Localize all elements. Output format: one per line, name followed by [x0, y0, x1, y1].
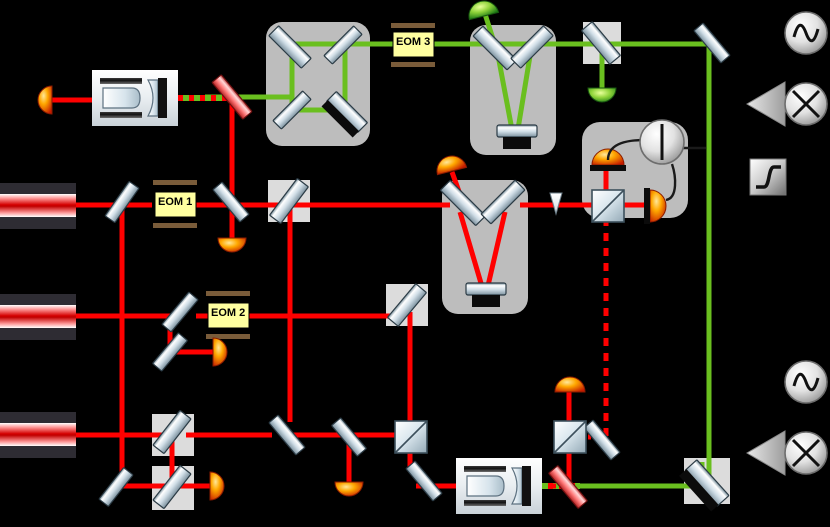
amplifier-blocks	[92, 70, 542, 514]
laser-source-2	[0, 294, 76, 340]
beamsplitter-laser3-a	[152, 410, 192, 454]
pbs-bottom-right	[553, 420, 587, 454]
mirror-green-cavity-left	[472, 25, 518, 71]
eom-1	[153, 180, 197, 228]
mirror-mc-tr	[323, 25, 363, 65]
mixer-bottom	[784, 431, 828, 475]
mirror-ir-cavity-curved	[465, 282, 507, 307]
mirror-laser3-fold	[98, 467, 134, 507]
beamsplitter-laser3-b	[152, 465, 192, 509]
photodiode-ir-eom1	[217, 237, 247, 253]
photodiode-green-cavity-in	[468, 0, 500, 21]
beamsplitter-plate-mid	[269, 178, 309, 224]
laser-amplifier-top	[92, 70, 178, 126]
mirror-mc-tl	[268, 25, 312, 69]
mirror-green-cavity-curved	[496, 124, 538, 149]
beamsplitter-cubes	[394, 189, 625, 454]
photodiode-homodyne-b	[644, 188, 667, 224]
photodiode-ir-eom2	[212, 337, 228, 367]
photodiode-ir-bottom-right	[554, 376, 586, 393]
difference-meter	[639, 119, 685, 165]
mirror-mc-bl	[272, 90, 312, 130]
amplifier-bottom	[746, 430, 786, 476]
pbs-homodyne	[591, 189, 625, 223]
laser-source-3	[0, 412, 76, 458]
laser-amplifier-bottom	[456, 458, 542, 514]
laser-sources	[0, 183, 76, 458]
electronics-bottom	[746, 360, 828, 476]
beamsplitter-laser2-out	[387, 283, 427, 327]
photodiode-ir-input	[37, 85, 53, 115]
beamsplitter-eom1-out	[212, 181, 250, 223]
mirror-bottom-mid-a	[268, 414, 306, 456]
photodiode-ir-bottom-mid	[334, 481, 364, 497]
eom-modulators	[153, 23, 435, 339]
amplifier-top	[746, 81, 786, 127]
mirror-to-amplifier	[405, 460, 443, 502]
wedge-attenuator	[549, 192, 563, 216]
pbs-bottom-mid	[394, 420, 428, 454]
mirror-ir-cavity-right	[480, 179, 526, 225]
mirror-green-bottom-right	[679, 459, 730, 512]
oscillator-top	[784, 11, 828, 55]
dichroic-mirror-top-left	[211, 74, 253, 120]
beamsplitter-green-pickoff	[581, 21, 621, 65]
electronics-top	[746, 11, 828, 196]
oscillator-bottom	[784, 360, 828, 404]
eom-2	[206, 291, 250, 339]
mirror-ir-cavity-left	[440, 180, 486, 226]
mirror-green-cavity-right	[510, 25, 554, 69]
mirror-laser2-fold	[152, 332, 188, 372]
photodiode-ir-cavity	[436, 155, 468, 176]
dichroic-mirror-bottom	[548, 465, 588, 509]
laser-source-1	[0, 183, 76, 229]
photodiode-green-pickoff	[587, 87, 617, 103]
mixer-top	[784, 82, 828, 126]
photodiodes	[37, 0, 667, 501]
servo-controller	[749, 158, 787, 196]
eom-3	[391, 23, 435, 67]
bowtie-green-enclosure	[470, 25, 556, 155]
mirror-laser2-in	[161, 291, 199, 333]
mirror-bottom-mid-b	[331, 417, 367, 457]
ir-beam-paths	[52, 96, 660, 489]
mirror-mc-br	[321, 91, 368, 138]
mirror-squeezed-fold	[583, 419, 621, 461]
mirror-green-top-right	[693, 22, 731, 64]
mirrors	[98, 21, 731, 512]
mirror-laser1-pickoff	[104, 181, 140, 223]
photodiode-ir-bottom-left	[209, 471, 225, 501]
